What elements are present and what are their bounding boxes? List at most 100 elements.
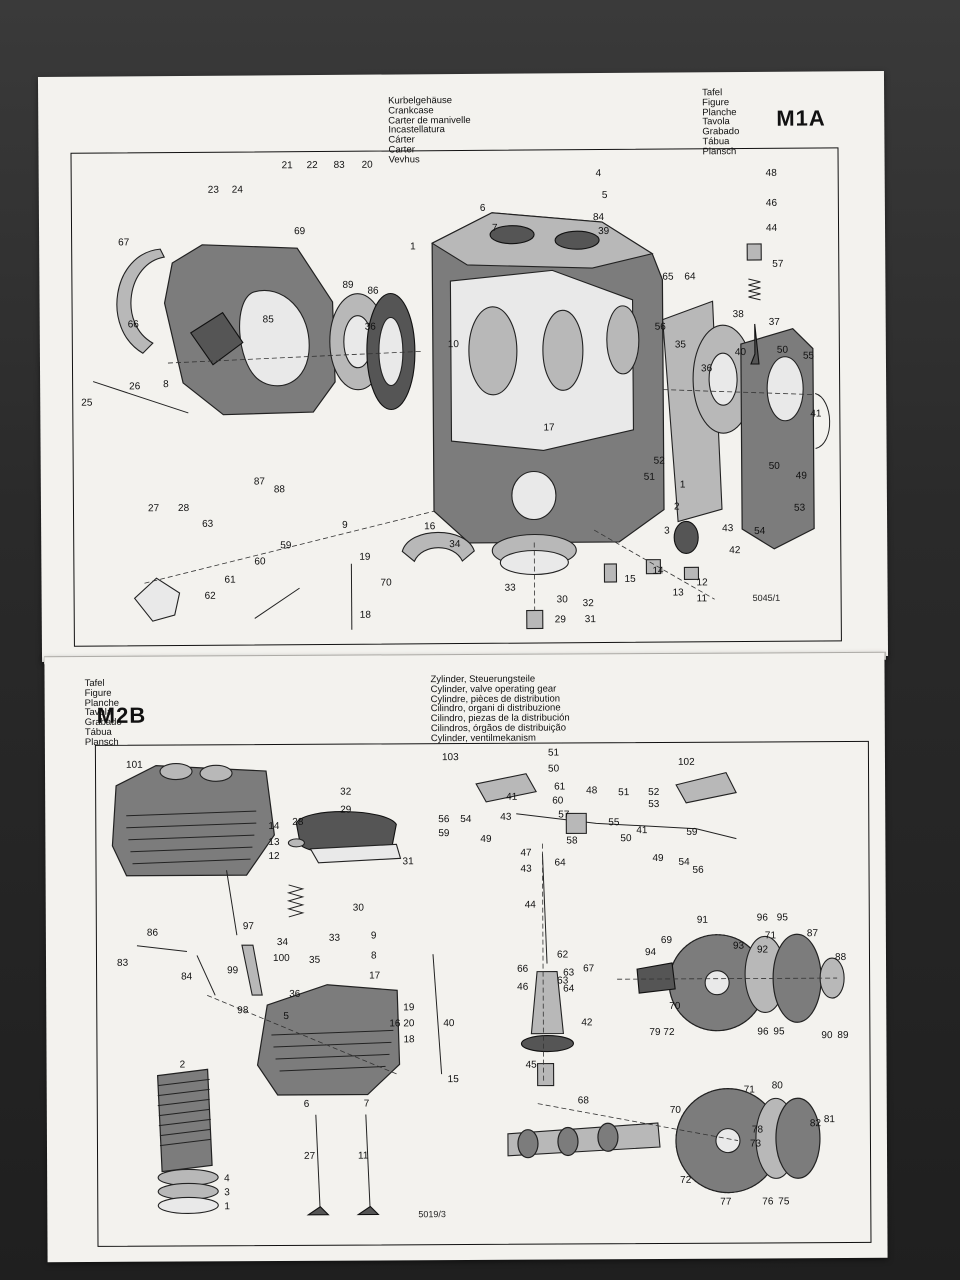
callout: 67	[583, 963, 595, 974]
callout: 87	[807, 928, 819, 939]
callout: 67	[118, 237, 130, 248]
callout: 62	[205, 591, 217, 602]
bearing-shell-70	[401, 532, 475, 563]
callout: 34	[277, 937, 289, 948]
callout: 32	[340, 787, 352, 798]
gasket-ring-67	[116, 248, 166, 354]
callout: 55	[803, 351, 815, 362]
callout: 85	[263, 314, 275, 325]
callout: 87	[254, 476, 266, 487]
spring-retainer-14	[287, 838, 305, 848]
union-48	[746, 243, 762, 261]
callout: 20	[362, 160, 374, 171]
callout: 95	[773, 1026, 785, 1037]
spring-44	[748, 278, 761, 301]
cylinder-barrel-2	[156, 1068, 213, 1173]
pushrod-40	[432, 954, 443, 1075]
top-plate-number: M1A	[776, 105, 826, 131]
callout: 50	[620, 833, 632, 844]
centerline-head	[207, 994, 398, 1075]
callout: 22	[307, 160, 319, 171]
callout: 3	[224, 1187, 230, 1198]
cylinder-bore-left	[489, 225, 535, 245]
cam-lobe	[517, 1129, 539, 1159]
callout: 5	[602, 190, 608, 201]
cover-80	[775, 1097, 821, 1179]
callout: 89	[837, 1030, 849, 1041]
callout: 62	[557, 949, 569, 960]
callout: 94	[645, 947, 657, 958]
callout: 61	[554, 781, 566, 792]
callout: 64	[684, 271, 696, 282]
top-drawing-code: 5045/1	[752, 592, 781, 603]
callout: 102	[678, 757, 695, 768]
cam-lobe	[597, 1122, 619, 1152]
callout: 71	[765, 930, 777, 941]
callout: 55	[608, 817, 620, 828]
callout: 66	[128, 319, 140, 330]
callout: 30	[353, 903, 365, 914]
tappet-62	[530, 970, 565, 1035]
callout: 56	[438, 814, 450, 825]
callout: 97	[243, 921, 255, 932]
stud-60	[254, 587, 300, 619]
callout: 16	[389, 1018, 401, 1029]
callout: 71	[744, 1084, 756, 1095]
callout: 29	[340, 805, 352, 816]
rocker-arm-102	[675, 771, 737, 804]
callout: 59	[686, 827, 698, 838]
callout: 26	[129, 381, 141, 392]
plug-15	[603, 563, 618, 583]
drive-shaft-94	[636, 962, 676, 994]
callout: 98	[237, 1005, 249, 1016]
callout: 58	[566, 835, 578, 846]
callout: 1	[680, 479, 686, 490]
callout: 35	[675, 339, 687, 350]
callout: 35	[309, 955, 321, 966]
callout: 33	[505, 583, 517, 594]
callout: 31	[585, 614, 597, 625]
callout: 77	[720, 1197, 732, 1208]
centerline-cam	[537, 1103, 739, 1141]
bottom-drawing-code: 5019/3	[418, 1209, 446, 1220]
piston-ring-1	[157, 1196, 219, 1215]
callout: 38	[733, 309, 745, 320]
callout: 23	[208, 185, 220, 196]
callout: 40	[735, 347, 747, 358]
callout: 49	[480, 834, 492, 845]
callout: 83	[334, 160, 346, 171]
callout: 54	[460, 814, 472, 825]
long-bolt-25	[92, 381, 189, 414]
bottom-callout-numbers: 101 103 51 50 102 32 29 61 60 41 48 51 5…	[117, 748, 849, 1213]
callout: 84	[593, 212, 605, 223]
callout: 24	[232, 185, 244, 196]
callout: 91	[697, 915, 709, 926]
callout: 18	[403, 1034, 415, 1045]
bearing-web-left	[468, 306, 518, 396]
valve-spring-cap	[159, 762, 193, 781]
valve-27	[315, 1114, 321, 1215]
cylinder-head-5	[256, 984, 401, 1096]
callout: 50	[548, 764, 560, 775]
callout: 93	[733, 941, 745, 952]
callout: 49	[796, 471, 808, 482]
callout: 72	[680, 1175, 692, 1186]
callout: 59	[438, 828, 450, 839]
callout: 16	[424, 521, 436, 532]
callout: 61	[224, 575, 236, 586]
tappet-45	[537, 1062, 555, 1087]
housing-boss	[189, 311, 244, 366]
callout: 19	[403, 1002, 415, 1013]
callout: 11	[358, 1151, 369, 1162]
callout: 78	[752, 1124, 764, 1135]
callout: 72	[663, 1027, 675, 1038]
callout: 1	[224, 1201, 230, 1212]
pipe-86	[136, 945, 188, 952]
callout: 15	[624, 574, 636, 585]
callout: 50	[777, 345, 789, 356]
callout: 70	[670, 1105, 682, 1116]
callout: 53	[794, 503, 806, 514]
callout: 59	[280, 540, 292, 551]
callout: 84	[181, 971, 193, 982]
gear-91-hub	[704, 970, 730, 996]
